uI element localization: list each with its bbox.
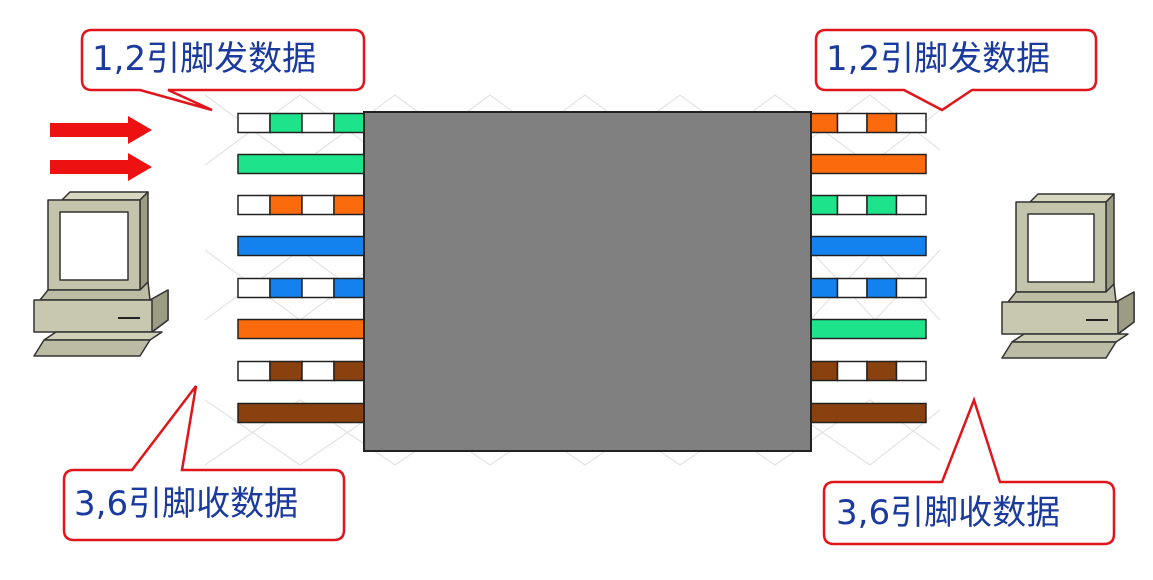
left-wire-3-segment — [269, 194, 303, 216]
left-wire-1-segment — [237, 112, 271, 134]
callout-top-left — [80, 28, 366, 112]
callout-bottom-right — [822, 396, 1116, 546]
left-wire-1-segment — [301, 112, 335, 134]
right-wire-5 — [807, 277, 927, 299]
left-wire-6-segment — [237, 318, 367, 340]
right-wire-5-segment — [895, 277, 927, 299]
right-wire-1 — [807, 112, 927, 134]
left-wire-5 — [237, 277, 367, 299]
right-wire-7-segment — [807, 360, 839, 382]
callout-top-left-text: 1,2引脚发数据 — [92, 39, 317, 79]
left-wire-2 — [237, 153, 367, 175]
callout-bottom-left-text: 3,6引脚收数据 — [74, 484, 299, 524]
left-wire-4 — [237, 235, 367, 257]
right-wire-3-segment — [895, 194, 927, 216]
left-wire-4-segment — [237, 235, 367, 257]
left-wire-3 — [237, 194, 367, 216]
left-wire-8-segment — [237, 402, 367, 424]
right-wire-3-segment — [866, 194, 898, 216]
callout-top-right-text: 1,2引脚发数据 — [826, 39, 1051, 79]
left-wire-5-segment — [333, 277, 367, 299]
callout-top-right — [814, 28, 1098, 112]
left-computer-icon — [33, 191, 169, 357]
right-wire-1-segment — [807, 112, 839, 134]
right-wire-4-segment — [807, 235, 927, 257]
left-wire-8 — [237, 402, 367, 424]
left-wire-7-segment — [269, 360, 303, 382]
right-wire-7 — [807, 360, 927, 382]
cable-body — [363, 111, 812, 452]
left-wire-5-segment — [301, 277, 335, 299]
right-wire-3-segment — [807, 194, 839, 216]
left-wire-1-segment — [333, 112, 367, 134]
right-wire-4 — [807, 235, 927, 257]
right-wire-7-segment — [836, 360, 868, 382]
right-wire-1-segment — [895, 112, 927, 134]
left-wire-7-segment — [333, 360, 367, 382]
right-wire-8 — [807, 402, 927, 424]
right-wire-7-segment — [866, 360, 898, 382]
right-wire-2 — [807, 153, 927, 175]
right-wire-5-segment — [836, 277, 868, 299]
callout-bottom-left — [62, 385, 346, 542]
left-wire-1 — [237, 112, 367, 134]
left-wire-2-segment — [237, 153, 367, 175]
right-wire-2-segment — [807, 153, 927, 175]
right-wire-3-segment — [836, 194, 868, 216]
left-wire-3-segment — [333, 194, 367, 216]
right-wire-1-segment — [866, 112, 898, 134]
left-wire-5-segment — [237, 277, 271, 299]
right-wire-6-segment — [807, 318, 927, 340]
right-wire-1-segment — [836, 112, 868, 134]
right-computer-icon — [1001, 193, 1135, 359]
right-wire-5-segment — [807, 277, 839, 299]
arrow-icon — [50, 116, 152, 181]
left-wire-group — [237, 112, 367, 424]
right-wire-8-segment — [807, 402, 927, 424]
callout-bottom-right-text: 3,6引脚收数据 — [836, 493, 1061, 533]
left-wire-3-segment — [237, 194, 271, 216]
right-wire-6 — [807, 318, 927, 340]
left-wire-1-segment — [269, 112, 303, 134]
right-wire-7-segment — [895, 360, 927, 382]
left-wire-6 — [237, 318, 367, 340]
left-wire-7 — [237, 360, 367, 382]
left-wire-3-segment — [301, 194, 335, 216]
right-wire-3 — [807, 194, 927, 216]
left-wire-7-segment — [301, 360, 335, 382]
right-wire-group — [807, 112, 927, 424]
left-wire-5-segment — [269, 277, 303, 299]
left-wire-7-segment — [237, 360, 271, 382]
right-wire-5-segment — [866, 277, 898, 299]
